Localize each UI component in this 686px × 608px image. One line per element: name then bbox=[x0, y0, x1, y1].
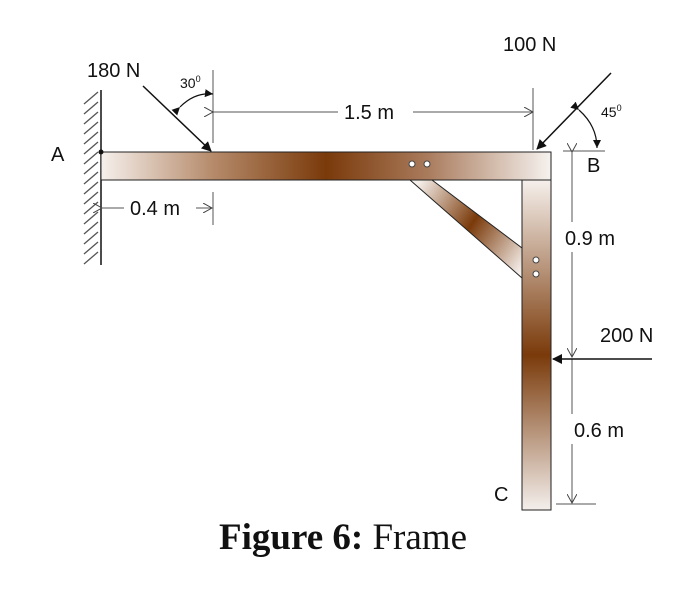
point-a-dot bbox=[98, 149, 104, 155]
caption-number: Figure 6: bbox=[219, 517, 364, 558]
label-45-deg: 450 bbox=[601, 103, 622, 120]
label-0-9m: 0.9 m bbox=[565, 228, 615, 250]
dimension-vertical bbox=[556, 152, 596, 505]
label-a: A bbox=[51, 144, 65, 166]
label-1-5m: 1.5 m bbox=[344, 102, 394, 124]
horizontal-beam bbox=[100, 151, 552, 181]
dimension-0-4m bbox=[102, 192, 214, 225]
vertical-member bbox=[521, 179, 552, 511]
bolt-holes bbox=[408, 160, 540, 278]
label-0-4m: 0.4 m bbox=[130, 198, 180, 220]
label-100n: 100 N bbox=[503, 34, 556, 56]
force-100n bbox=[536, 72, 612, 152]
diagonal-brace bbox=[408, 179, 523, 280]
dimension-1-5m bbox=[213, 88, 533, 150]
label-180n: 180 N bbox=[87, 60, 140, 82]
label-b: B bbox=[587, 155, 600, 177]
fixed-wall-support bbox=[83, 90, 102, 265]
caption-title: Frame bbox=[363, 517, 467, 558]
figure-caption: Figure 6: Frame bbox=[0, 516, 686, 559]
label-200n: 200 N bbox=[600, 325, 653, 347]
label-c: C bbox=[494, 484, 508, 506]
force-180n bbox=[142, 70, 214, 152]
label-30-deg: 300 bbox=[180, 74, 201, 91]
label-0-6m: 0.6 m bbox=[574, 420, 624, 442]
